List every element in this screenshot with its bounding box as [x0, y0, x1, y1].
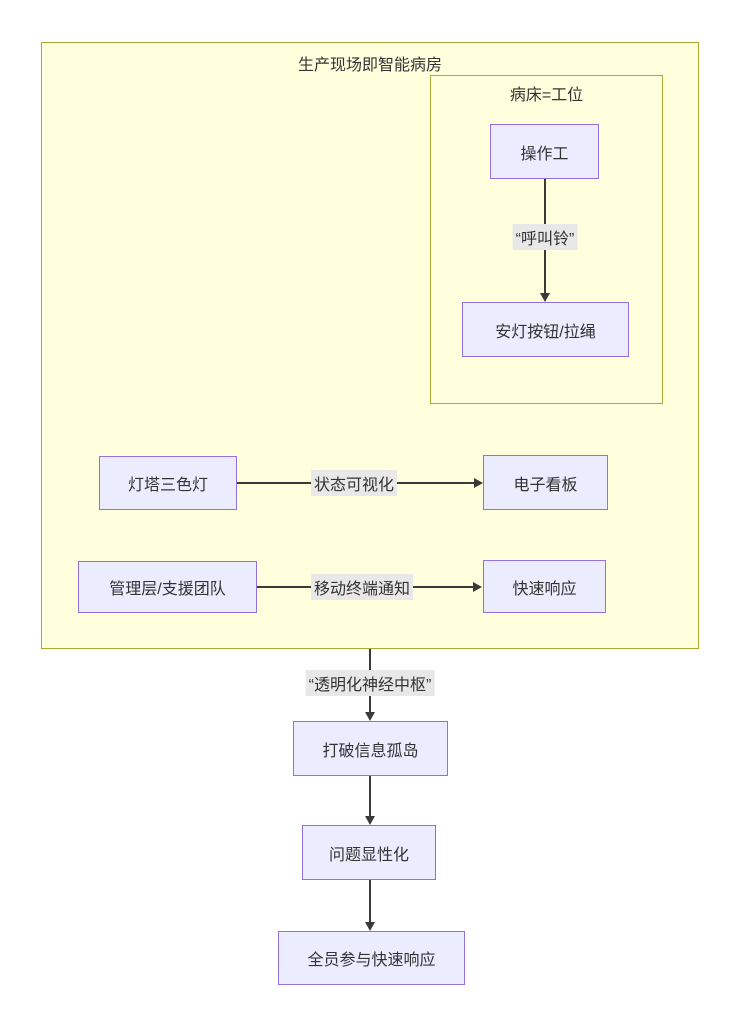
arrowhead-problemvisible-to-allparticipate-icon — [365, 922, 375, 931]
node-andon-button: 安灯按钮/拉绳 — [462, 302, 629, 357]
arrowhead-breaksilos-to-problemvisible-icon — [365, 816, 375, 825]
cluster-production-site-title: 生产现场即智能病房 — [297, 57, 442, 74]
edge-label-status-visualization: 状态可视化 — [310, 470, 398, 496]
node-operator: 操作工 — [490, 124, 599, 179]
edge-label-mobile-notification: 移动终端通知 — [310, 574, 414, 600]
node-problem-visibility: 问题显性化 — [302, 825, 436, 880]
cluster-bed-workstation-title: 病床=工位 — [509, 87, 584, 104]
node-tower-light: 灯塔三色灯 — [99, 456, 237, 510]
edge-label-call-bell: “呼叫铃” — [512, 224, 578, 250]
node-management-support-team: 管理层/支援团队 — [78, 561, 257, 613]
arrowhead-cluster-to-breaksilos-icon — [365, 712, 375, 721]
arrowhead-towerlight-to-eboard-icon — [474, 478, 483, 488]
node-break-information-silos: 打破信息孤岛 — [293, 721, 448, 776]
node-all-staff-quick-response: 全员参与快速响应 — [278, 931, 465, 985]
arrowhead-operator-to-andon-icon — [540, 293, 550, 302]
arrowhead-management-to-quickresponse-icon — [473, 582, 482, 592]
node-quick-response: 快速响应 — [483, 560, 606, 613]
node-electronic-board: 电子看板 — [483, 455, 608, 510]
edge-breaksilos-to-problemvisible — [369, 776, 371, 817]
edge-problemvisible-to-allparticipate — [369, 880, 371, 923]
edge-label-nerve-center: “透明化神经中枢” — [305, 670, 435, 696]
